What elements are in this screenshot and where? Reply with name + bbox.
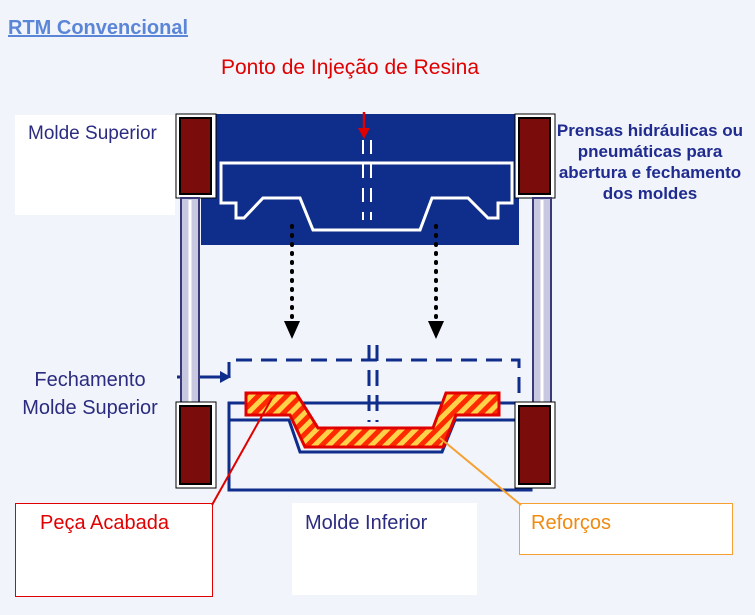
finished-part-leader xyxy=(211,397,273,506)
upper-mold-label-box xyxy=(15,115,175,215)
press-right xyxy=(514,113,556,489)
upper-mold xyxy=(201,114,519,245)
closing-motion-arrows xyxy=(284,224,444,339)
page-title: RTM Convencional xyxy=(8,17,189,39)
injection-point-label: Ponto de Injeção de Resina xyxy=(220,56,480,79)
injection-arrow xyxy=(358,112,370,139)
reinforcements-label: Reforços xyxy=(531,512,612,534)
reinforcements-label-box xyxy=(519,503,733,555)
lower-mold-label-box xyxy=(292,503,477,595)
finished-part xyxy=(244,391,501,449)
reinforcements-leader xyxy=(439,437,522,506)
closing-label: Fechamento Molde Superior xyxy=(22,369,158,419)
finished-part-label: Peça Acabada xyxy=(40,512,169,534)
lower-mold-label: Molde Inferior xyxy=(305,512,428,534)
upper-mold-label: Molde Superior xyxy=(28,123,157,144)
press-left xyxy=(175,113,217,489)
presses-label: Prensas hidráulicas ou pneumáticas para … xyxy=(556,121,744,203)
finished-part-label-box xyxy=(15,503,213,597)
